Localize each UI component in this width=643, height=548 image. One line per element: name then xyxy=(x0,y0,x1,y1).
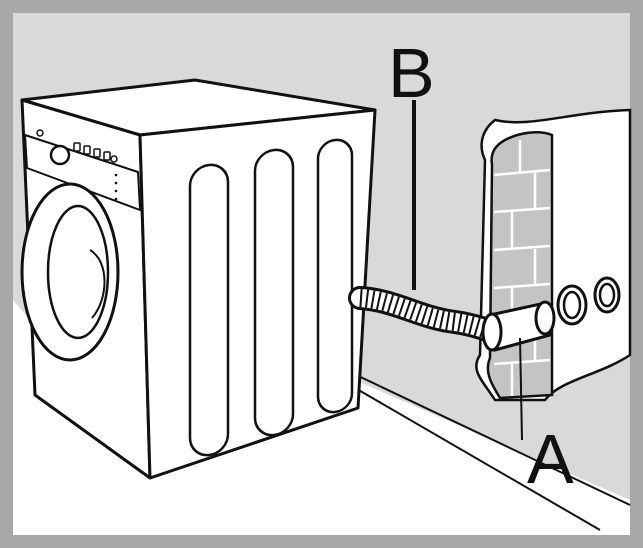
hose-end-fitting xyxy=(481,300,556,352)
wall-duct-icon xyxy=(475,108,632,402)
control-buttons xyxy=(73,142,118,163)
door-glass xyxy=(46,204,110,340)
drain-hose-icon xyxy=(348,286,556,352)
callout-a-leader xyxy=(519,337,523,441)
washing-machine-icon xyxy=(20,78,377,480)
callout-a: A xyxy=(527,420,574,498)
skirting-lines xyxy=(349,371,631,531)
callout-b: B xyxy=(388,34,435,112)
